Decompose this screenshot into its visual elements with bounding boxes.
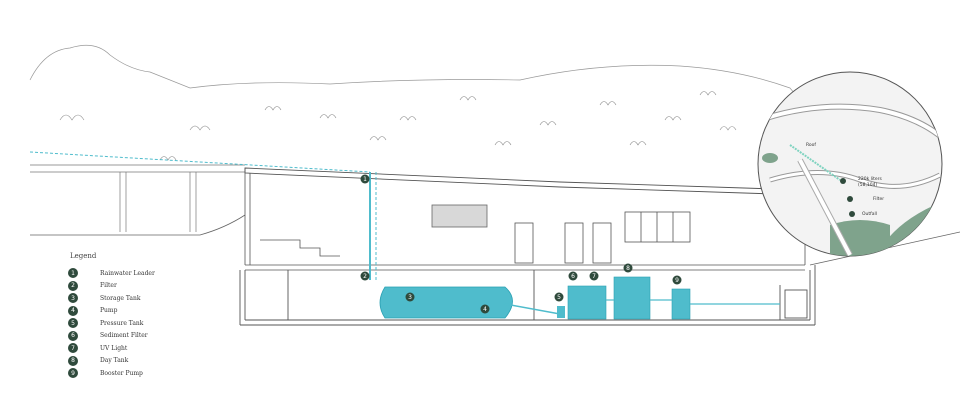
legend-item-number: 9 bbox=[68, 368, 78, 379]
legend-title: Legend bbox=[70, 252, 97, 260]
legend-item: 2 Filter bbox=[64, 280, 234, 293]
legend-item-label: Day Tank bbox=[100, 357, 129, 365]
canopy-structure bbox=[30, 164, 245, 232]
legend-item-label: Filter bbox=[100, 282, 117, 290]
marker-6: 6 bbox=[571, 273, 575, 280]
pressure-tank bbox=[557, 306, 565, 318]
legend: Legend 1 Rainwater Leader 2 Filter 3 Storage … bbox=[64, 252, 234, 380]
legend-item-number: 3 bbox=[68, 293, 78, 304]
sediment-filter-uv bbox=[567, 285, 607, 320]
hill-outline bbox=[29, 44, 801, 101]
marker-1: 1 bbox=[363, 176, 367, 183]
legend-item-label: Sediment Filter bbox=[100, 332, 148, 340]
roof-drain-line bbox=[29, 151, 371, 173]
diagram-markers: 1 2 3 4 5 6 7 8 9 bbox=[360, 174, 682, 314]
legend-item-number: 4 bbox=[68, 305, 78, 316]
legend-item-label: Storage Tank bbox=[100, 294, 141, 302]
legend-item-number: 8 bbox=[68, 355, 78, 366]
marker-5: 5 bbox=[557, 294, 561, 301]
legend-item-number: 2 bbox=[68, 280, 78, 291]
map-label-storage: 220k liters bbox=[858, 176, 883, 182]
marker-7: 7 bbox=[592, 273, 596, 280]
marker-2: 2 bbox=[363, 273, 367, 280]
legend-item-number: 7 bbox=[68, 343, 78, 354]
marker-4: 4 bbox=[483, 306, 487, 313]
legend-item: 4 Pump bbox=[64, 305, 234, 318]
map-label-roof: Roof bbox=[806, 142, 816, 148]
legend-item-label: UV Light bbox=[100, 344, 128, 352]
legend-item-number: 6 bbox=[68, 330, 78, 341]
legend-item-label: Booster Pump bbox=[100, 369, 143, 377]
booster-pump bbox=[671, 288, 691, 320]
map-label-outfall: Outfall bbox=[862, 211, 877, 217]
map-label-filter: Filter bbox=[873, 196, 884, 202]
marker-8: 8 bbox=[626, 265, 630, 272]
legend-item-number: 1 bbox=[68, 268, 78, 279]
legend-item: 9 Booster Pump bbox=[64, 367, 234, 380]
map-label-storage-sub: (58,104) bbox=[858, 182, 878, 188]
legend-list: 1 Rainwater Leader 2 Filter 3 Storage Tank 4 Pu… bbox=[64, 267, 234, 380]
legend-item-label: Rainwater Leader bbox=[100, 269, 155, 277]
legend-item-label: Pump bbox=[100, 307, 118, 315]
legend-item: 5 Pressure Tank bbox=[64, 317, 234, 330]
tree-scribbles bbox=[59, 91, 737, 161]
building-roof bbox=[244, 167, 806, 196]
legend-item: 1 Rainwater Leader bbox=[64, 267, 234, 280]
legend-item-number: 5 bbox=[68, 318, 78, 329]
legend-item: 8 Day Tank bbox=[64, 355, 234, 368]
storage-tank bbox=[379, 286, 513, 319]
marker-3: 3 bbox=[408, 294, 412, 301]
legend-item: 3 Storage Tank bbox=[64, 292, 234, 305]
marker-9: 9 bbox=[675, 277, 679, 284]
legend-item: 7 UV Light bbox=[64, 342, 234, 355]
day-tank bbox=[613, 276, 651, 320]
site-map-inset: 220k liters (58,104) Filter Outfall Roof bbox=[757, 71, 943, 257]
legend-item-label: Pressure Tank bbox=[100, 319, 144, 327]
upper-floor bbox=[244, 168, 806, 271]
basement bbox=[239, 265, 816, 326]
legend-item: 6 Sediment Filter bbox=[64, 330, 234, 343]
